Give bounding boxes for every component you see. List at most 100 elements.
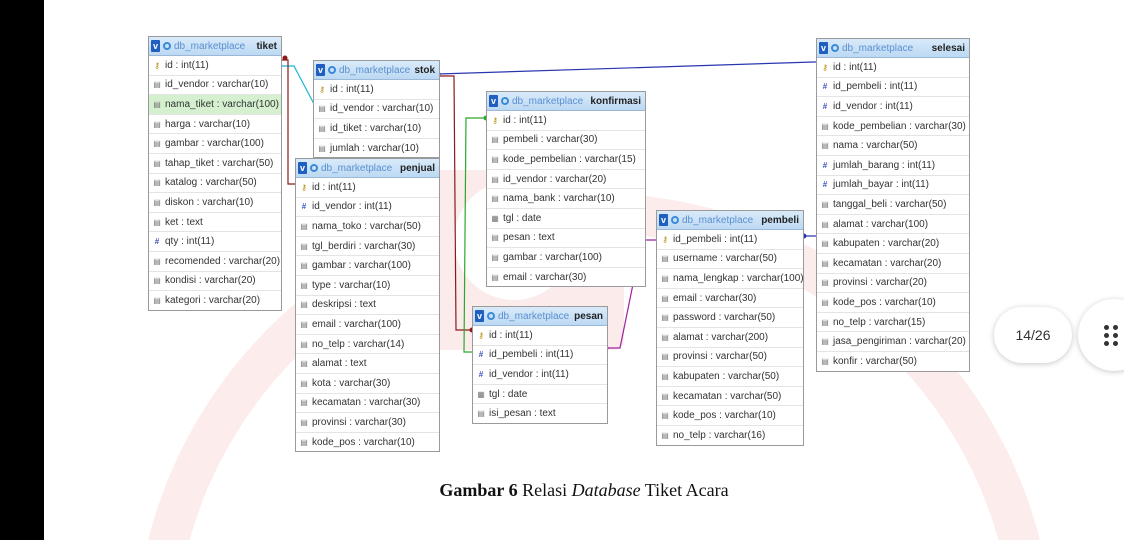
column-row[interactable]: ▤nama_bank : varchar(10) — [487, 189, 645, 209]
view-icon[interactable]: v — [659, 214, 668, 226]
column-row[interactable]: #id_pembeli : int(11) — [473, 346, 607, 366]
view-icon[interactable]: v — [489, 95, 498, 107]
column-row[interactable]: ▤diskon : varchar(10) — [149, 193, 281, 213]
column-row[interactable]: ▤kategori : varchar(20) — [149, 291, 281, 310]
column-row[interactable]: ▤kode_pos : varchar(10) — [817, 293, 969, 313]
column-row[interactable]: ⚷id_pembeli : int(11) — [657, 230, 803, 250]
column-row[interactable]: ▤ket : text — [149, 213, 281, 233]
column-row[interactable]: #id_vendor : int(11) — [296, 198, 439, 218]
column-label: kecamatan : varchar(20) — [833, 257, 942, 269]
gear-icon[interactable] — [163, 42, 171, 50]
column-row[interactable]: ⚷id : int(11) — [149, 56, 281, 76]
column-row[interactable]: ▤pesan : text — [487, 229, 645, 249]
column-row[interactable]: ▤alamat : text — [296, 354, 439, 374]
column-label: qty : int(11) — [165, 236, 215, 248]
gear-icon[interactable] — [328, 66, 336, 74]
column-row[interactable]: ⚷id : int(11) — [473, 326, 607, 346]
column-row[interactable]: ▤no_telp : varchar(16) — [657, 426, 803, 445]
column-row[interactable]: ▤email : varchar(100) — [296, 315, 439, 335]
column-row[interactable]: ▤kecamatan : varchar(50) — [657, 387, 803, 407]
column-row[interactable]: ▤kondisi : varchar(20) — [149, 272, 281, 292]
column-icon: ▤ — [821, 356, 829, 366]
view-icon[interactable]: v — [316, 64, 325, 76]
gear-icon[interactable] — [487, 312, 495, 320]
column-row[interactable]: ▤kode_pembelian : varchar(30) — [817, 117, 969, 137]
db-name-label: db_marketplace — [321, 162, 393, 174]
column-row[interactable]: ▦tgl : date — [487, 209, 645, 229]
column-row[interactable]: #jumlah_bayar : int(11) — [817, 176, 969, 196]
column-row[interactable]: ▤konfir : varchar(50) — [817, 352, 969, 371]
column-row[interactable]: ⚷id : int(11) — [314, 80, 439, 100]
column-icon: ▤ — [318, 123, 326, 133]
column-row[interactable]: ▤tahap_tiket : varchar(50) — [149, 154, 281, 174]
column-row[interactable]: ▤no_telp : varchar(15) — [817, 313, 969, 333]
column-row[interactable]: ▤katalog : varchar(50) — [149, 174, 281, 194]
column-row[interactable]: ▤id_vendor : varchar(20) — [487, 170, 645, 190]
relation-stok-selesai — [437, 61, 815, 75]
column-row[interactable]: ▤gambar : varchar(100) — [296, 256, 439, 276]
column-row[interactable]: ▤tgl_berdiri : varchar(30) — [296, 237, 439, 257]
column-row[interactable]: ▤kode_pembelian : varchar(15) — [487, 150, 645, 170]
column-row[interactable]: ▤tanggal_beli : varchar(50) — [817, 195, 969, 215]
column-row[interactable]: #id_vendor : int(11) — [473, 365, 607, 385]
column-row[interactable]: ▤kabupaten : varchar(50) — [657, 367, 803, 387]
column-row[interactable]: ▤kota : varchar(30) — [296, 374, 439, 394]
column-row[interactable]: ▤username : varchar(50) — [657, 250, 803, 270]
column-row[interactable]: ▤provinsi : varchar(30) — [296, 413, 439, 433]
column-row[interactable]: ▤email : varchar(30) — [657, 289, 803, 309]
column-row[interactable]: ▤id_vendor : varchar(10) — [149, 76, 281, 96]
column-row[interactable]: ▤kode_pos : varchar(10) — [296, 433, 439, 452]
column-row[interactable]: ▤pembeli : varchar(30) — [487, 131, 645, 151]
column-row[interactable]: ▤nama : varchar(50) — [817, 136, 969, 156]
column-row[interactable]: ▤gambar : varchar(100) — [149, 134, 281, 154]
table-header[interactable]: v db_marketplace tiket — [149, 37, 281, 56]
view-icon[interactable]: v — [298, 162, 307, 174]
table-header[interactable]: v db_marketplace stok — [314, 61, 439, 80]
column-row[interactable]: ▤provinsi : varchar(50) — [657, 348, 803, 368]
column-row[interactable]: ⚷id : int(11) — [296, 178, 439, 198]
column-row[interactable]: #qty : int(11) — [149, 232, 281, 252]
column-row[interactable]: ▤nama_lengkap : varchar(100) — [657, 269, 803, 289]
column-row[interactable]: ▤kecamatan : varchar(30) — [296, 394, 439, 414]
column-row[interactable]: ▤deskripsi : text — [296, 296, 439, 316]
column-row[interactable]: #id_pembeli : int(11) — [817, 78, 969, 98]
page-indicator: 14/26 — [994, 307, 1072, 363]
column-row[interactable]: ▤harga : varchar(10) — [149, 115, 281, 135]
column-row[interactable]: ▤isi_pesan : text — [473, 404, 607, 423]
column-row[interactable]: ⚷id : int(11) — [817, 58, 969, 78]
column-row[interactable]: ▤kecamatan : varchar(20) — [817, 254, 969, 274]
view-icon[interactable]: v — [819, 42, 828, 54]
view-icon[interactable]: v — [151, 40, 160, 52]
table-header[interactable]: v db_marketplace penjual — [296, 159, 439, 178]
column-row[interactable]: ▤nama_tiket : varchar(100) — [149, 95, 281, 115]
column-row[interactable]: ▤id_tiket : varchar(10) — [314, 119, 439, 139]
table-header[interactable]: v db_marketplace konfirmasi — [487, 92, 645, 111]
column-row[interactable]: #id_vendor : int(11) — [817, 97, 969, 117]
column-row[interactable]: ▤password : varchar(50) — [657, 308, 803, 328]
gear-icon[interactable] — [671, 216, 679, 224]
gear-icon[interactable] — [831, 44, 839, 52]
table-header[interactable]: v db_marketplace pembeli — [657, 211, 803, 230]
column-row[interactable]: ▤alamat : varchar(100) — [817, 215, 969, 235]
column-row[interactable]: ▤type : varchar(10) — [296, 276, 439, 296]
column-row[interactable]: ▤jasa_pengiriman : varchar(20) — [817, 332, 969, 352]
column-row[interactable]: ▤recomended : varchar(20) — [149, 252, 281, 272]
column-row[interactable]: ▤email : varchar(30) — [487, 268, 645, 287]
view-icon[interactable]: v — [475, 310, 484, 322]
column-row[interactable]: ▤id_vendor : varchar(10) — [314, 100, 439, 120]
table-header[interactable]: v db_marketplace selesai — [817, 39, 969, 58]
column-row[interactable]: ▤kode_pos : varchar(10) — [657, 406, 803, 426]
column-row[interactable]: ⚷id : int(11) — [487, 111, 645, 131]
column-row[interactable]: ▤gambar : varchar(100) — [487, 248, 645, 268]
column-row[interactable]: ▤provinsi : varchar(20) — [817, 274, 969, 294]
gear-icon[interactable] — [501, 97, 509, 105]
table-header[interactable]: v db_marketplace pesan — [473, 307, 607, 326]
column-row[interactable]: ▤alamat : varchar(200) — [657, 328, 803, 348]
column-row[interactable]: ▦tgl : date — [473, 385, 607, 405]
column-row[interactable]: ▤jumlah : varchar(10) — [314, 139, 439, 158]
column-row[interactable]: ▤no_telp : varchar(14) — [296, 335, 439, 355]
column-row[interactable]: ▤nama_toko : varchar(50) — [296, 217, 439, 237]
column-row[interactable]: ▤kabupaten : varchar(20) — [817, 234, 969, 254]
column-row[interactable]: #jumlah_barang : int(11) — [817, 156, 969, 176]
gear-icon[interactable] — [310, 164, 318, 172]
